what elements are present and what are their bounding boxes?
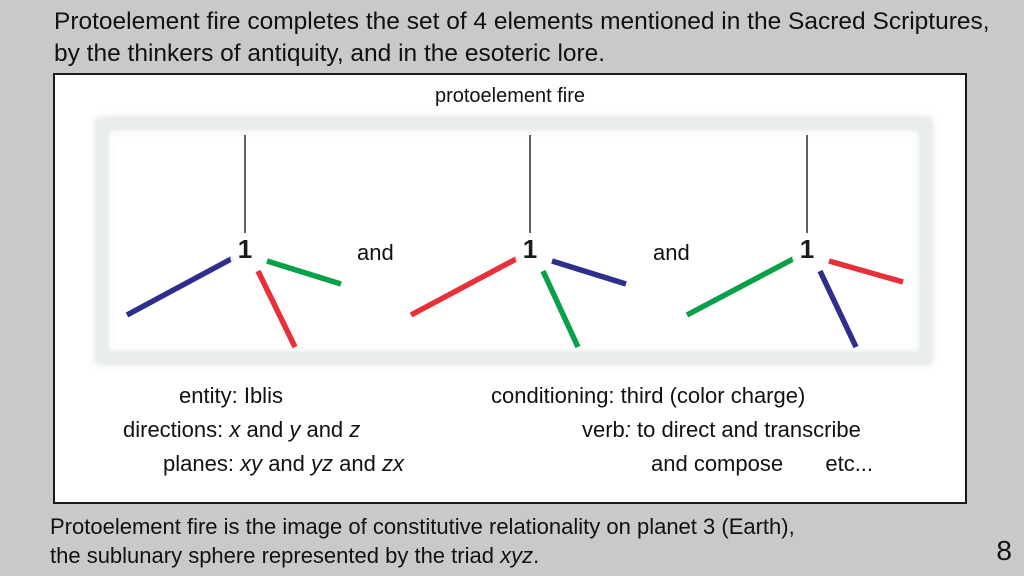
footer-line-2-text: the sublunary sphere represented by the …: [50, 543, 501, 568]
compose-line: and compose etc...: [651, 451, 873, 477]
etc-text: etc...: [825, 451, 874, 476]
verb-value: to direct and transcribe: [637, 417, 861, 442]
triad-1-node-label: 1: [238, 234, 252, 264]
plane-xy: xy: [240, 451, 263, 476]
directions-and-2: and: [300, 417, 350, 442]
triad-3-blue-axis: [817, 269, 859, 349]
conditioning-value: third (color charge): [620, 383, 806, 408]
conditioning-key: conditioning:: [491, 383, 615, 408]
triad-1-blue-axis: [125, 255, 235, 318]
diagram-frame: [97, 119, 931, 363]
entity-key: entity:: [179, 383, 238, 408]
diagram-panel: protoelement fire 1 1: [53, 73, 967, 504]
directions-and-1: and: [240, 417, 290, 442]
footer-line-1: Protoelement fire is the image of consti…: [50, 514, 795, 539]
directions-line: directions: x and y and z: [123, 417, 360, 443]
footer-period: .: [533, 543, 540, 568]
conditioning-line: conditioning: third (color charge): [491, 383, 805, 409]
triad-1-red-axis: [255, 269, 298, 349]
compose-text: and compose: [651, 451, 784, 476]
triad-1: 1: [125, 135, 342, 349]
planes-key: planes:: [163, 451, 234, 476]
plane-zx: zx: [381, 451, 404, 476]
footer-triad: xyz: [500, 543, 534, 568]
panel-title: protoelement fire: [434, 85, 586, 107]
connector-and-2: and: [653, 240, 690, 265]
footer-line-2: the sublunary sphere represented by the …: [50, 541, 980, 570]
triad-2-red-axis: [409, 255, 520, 318]
triad-2-blue-axis: [551, 258, 627, 287]
slide-footer: Protoelement fire is the image of consti…: [50, 512, 980, 570]
planes-line: planes: xy and yz and zx: [163, 451, 404, 477]
connector-and-1: and: [357, 240, 394, 265]
triad-3-green-axis: [685, 255, 797, 318]
verb-colon: :: [624, 417, 631, 442]
triad-3-node-label: 1: [800, 234, 814, 264]
verb-line: verb: to direct and transcribe: [582, 417, 861, 443]
direction-z: z: [349, 417, 361, 442]
triad-3: 1: [685, 135, 904, 349]
directions-key: directions:: [123, 417, 224, 442]
page-number: 8: [996, 535, 1012, 566]
planes-and-1: and: [262, 451, 312, 476]
triad-2: 1: [409, 135, 627, 349]
entity-line: entity: Iblis: [179, 383, 283, 409]
plane-yz: yz: [311, 451, 334, 476]
direction-y: y: [289, 417, 301, 442]
verb-key: verb: [582, 417, 625, 442]
triad-diagrams: 1 1 1: [125, 135, 904, 349]
triad-2-green-axis: [540, 269, 581, 349]
slide-heading: Protoelement fire completes the set of 4…: [54, 8, 990, 67]
planes-and-2: and: [333, 451, 382, 476]
triad-3-red-axis: [828, 258, 904, 285]
triad-2-node-label: 1: [523, 234, 537, 264]
entity-value: Iblis: [243, 383, 283, 408]
triad-1-green-axis: [266, 258, 342, 287]
direction-x: x: [229, 417, 241, 442]
